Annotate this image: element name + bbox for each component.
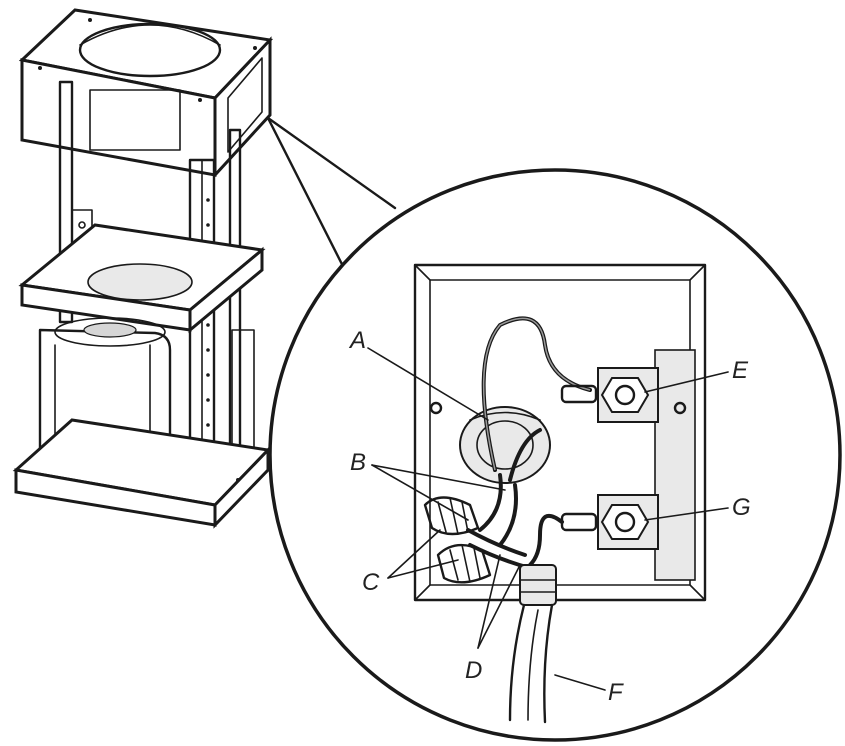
detail-magnifier: A B C D E F G	[268, 168, 842, 742]
junction-box	[413, 263, 707, 602]
terminal-screw-e	[560, 367, 659, 423]
conduit-cable	[508, 564, 557, 724]
leader-lines	[367, 347, 729, 691]
stand-assembly	[12, 8, 274, 529]
callout-pointer	[266, 116, 397, 292]
stand-shelf	[18, 223, 266, 334]
ground-wire	[481, 316, 592, 482]
stand-top-box	[18, 8, 274, 179]
terminal-screw-g	[528, 494, 659, 567]
label-f: F	[608, 679, 624, 706]
cable-clamp	[459, 406, 551, 484]
stand-base	[12, 418, 272, 529]
label-b: B	[350, 449, 366, 476]
label-d: D	[465, 657, 482, 684]
wire-nuts	[423, 496, 492, 584]
label-a: A	[348, 327, 366, 354]
label-e: E	[732, 357, 749, 384]
label-g: G	[732, 494, 751, 521]
label-c: C	[362, 569, 380, 596]
